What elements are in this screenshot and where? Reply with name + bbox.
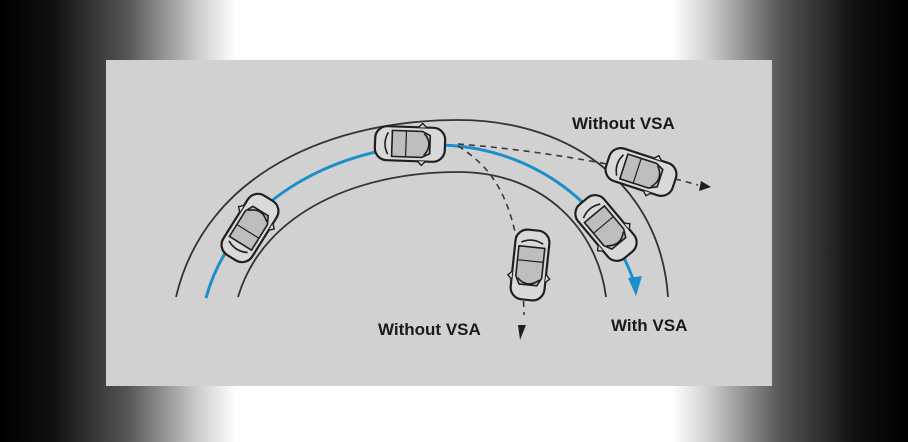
with-vsa-arrow-icon — [628, 276, 642, 296]
label-with-vsa: With VSA — [611, 316, 688, 335]
without-vsa-inward-arrow-icon — [518, 325, 526, 340]
road-outer-edge — [175, 119, 669, 298]
without-vsa-outward-arrow-icon — [699, 181, 711, 191]
label-without-vsa-top: Without VSA — [572, 114, 675, 133]
diagram-panel: Without VSA Without VSA With VSA — [106, 60, 772, 386]
road-inner-edge — [237, 171, 607, 298]
without-vsa-path-inward — [457, 145, 525, 316]
car-icon — [373, 120, 447, 168]
vsa-diagram — [175, 119, 711, 340]
car-icon — [504, 226, 556, 304]
car-icon — [600, 140, 682, 204]
label-without-vsa-bottom: Without VSA — [378, 320, 481, 339]
without-vsa-path-outward — [457, 143, 699, 186]
